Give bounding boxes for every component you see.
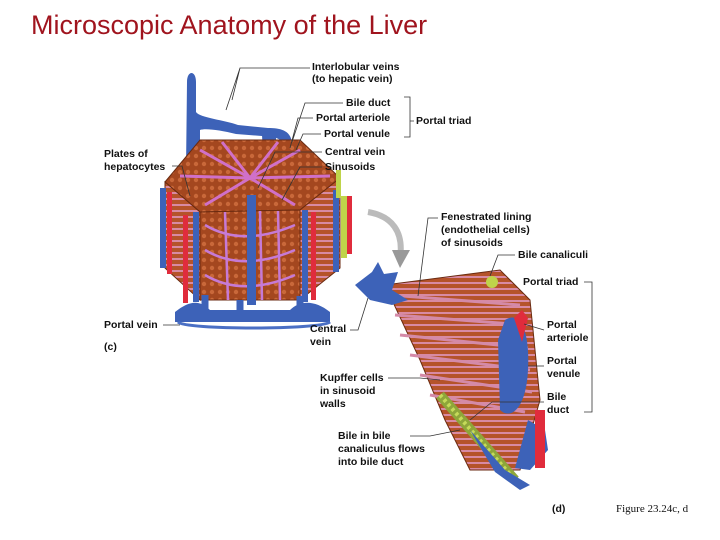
label-portal-triad-c: Portal triad — [416, 115, 471, 127]
label-portal-vein: Portal vein — [104, 319, 158, 331]
label-portal-arteriole: Portal arteriole — [316, 112, 390, 124]
label-plates-of-hepatocytes: Plates of — [104, 148, 148, 160]
label-central-vein-lower: Central — [310, 323, 346, 335]
label-bile-duct-d-2: duct — [547, 404, 570, 416]
panel-c-labels: Interlobular veins (to hepatic vein) Bil… — [104, 61, 471, 353]
label-fenestrated: Fenestrated lining — [441, 211, 531, 223]
label-kupffer-3: walls — [319, 398, 346, 410]
label-portal-venule-d-2: venule — [547, 368, 580, 380]
label-central-vein-lower-2: vein — [310, 336, 331, 348]
label-interlobular-veins: Interlobular veins — [312, 61, 400, 73]
panel-d-labels: Fenestrated lining (endothelial cells) o… — [319, 211, 593, 515]
label-central-vein: Central vein — [325, 146, 385, 158]
label-bile-duct: Bile duct — [346, 97, 391, 109]
label-plates-of-hepatocytes-2: hepatocytes — [104, 161, 165, 173]
label-fenestrated-2: (endothelial cells) — [441, 224, 530, 236]
label-kupffer-2: in sinusoid — [320, 385, 375, 397]
label-fenestrated-3: of sinusoids — [441, 237, 503, 249]
label-portal-venule-d: Portal — [547, 355, 577, 367]
lobule-block — [160, 73, 352, 330]
label-kupffer: Kupffer cells — [320, 372, 384, 384]
label-bile-flow-3: into bile duct — [338, 456, 404, 468]
label-portal-arteriole-d-2: arteriole — [547, 332, 589, 344]
lobule-wedge — [355, 262, 548, 490]
label-portal-arteriole-d: Portal — [547, 319, 577, 331]
label-interlobular-veins-sub: (to hepatic vein) — [312, 73, 393, 85]
label-d: (d) — [552, 503, 565, 515]
label-sinusoids: Sinusoids — [325, 161, 375, 173]
label-bile-duct-d: Bile — [547, 391, 566, 403]
label-c: (c) — [104, 341, 117, 353]
label-bile-flow: Bile in bile — [338, 430, 391, 442]
label-bile-canaliculi: Bile canaliculi — [518, 249, 588, 261]
figure-caption: Figure 23.24c, d — [616, 503, 689, 515]
label-portal-venule: Portal venule — [324, 128, 390, 140]
label-portal-triad-d: Portal triad — [523, 276, 578, 288]
page-title: Microscopic Anatomy of the Liver — [31, 10, 428, 40]
label-bile-flow-2: canaliculus flows — [338, 443, 425, 455]
